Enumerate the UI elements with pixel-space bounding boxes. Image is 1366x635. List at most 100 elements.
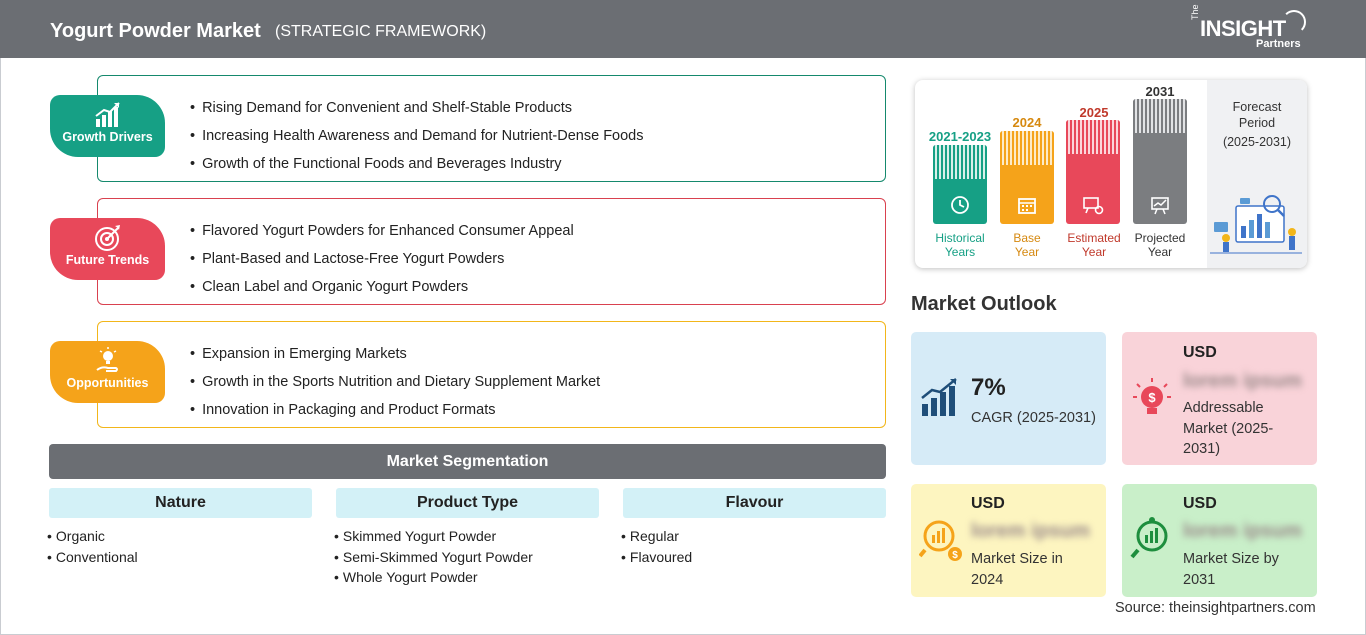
magnifier-chart-icon (1130, 517, 1168, 559)
future-trends-badge: Future Trends (50, 218, 165, 280)
forecast-line: Period (1238, 116, 1276, 130)
svg-text:$: $ (952, 550, 958, 561)
hand-lightbulb-icon (95, 347, 118, 372)
label-line: Years (944, 245, 976, 259)
list-item: Growth of the Functional Foods and Bever… (190, 150, 644, 178)
label-line: Year (1147, 245, 1173, 259)
base-label: Base Year (992, 231, 1062, 259)
label-line: Projected (1134, 231, 1186, 245)
historical-label: Historical Years (922, 231, 998, 259)
historical-year: 2021-2023 (928, 129, 992, 144)
list-item: Plant-Based and Lactose-Free Yogurt Powd… (190, 245, 574, 273)
growth-chart-icon (921, 378, 957, 416)
future-trends-list: Flavored Yogurt Powders for Enhanced Con… (190, 217, 574, 301)
estimated-label: Estimated Year (1059, 231, 1129, 259)
label-line: Year (1081, 245, 1107, 259)
projected-bar (1133, 99, 1187, 224)
logo-sub-text: Partners (1256, 38, 1301, 50)
segmentation-title: Market Segmentation (49, 444, 886, 479)
logo-arc-icon (1282, 10, 1306, 34)
desc-line: Market (2025- (1183, 420, 1274, 437)
list-item: Regular (621, 526, 886, 547)
cagr-label: CAGR (2025-2031) (971, 410, 1096, 426)
history-clock-icon (951, 196, 969, 214)
growth-drivers-list: Rising Demand for Convenient and Shelf-S… (190, 94, 644, 178)
market-size-2024-card: USD lorem ipsum $ Market Size in 2024 (911, 484, 1106, 597)
source-credit[interactable]: Source: theinsightpartners.com (1115, 600, 1316, 616)
segment-head: Nature (49, 488, 312, 518)
cagr-card: 7% CAGR (2025-2031) (911, 332, 1106, 465)
list-item: Conventional (47, 547, 312, 568)
opportunities-list: Expansion in Emerging Markets Growth in … (190, 340, 600, 424)
future-trends-box: Flavored Yogurt Powders for Enhanced Con… (97, 198, 886, 305)
future-trends-label: Future Trends (65, 253, 150, 267)
base-bar (1000, 131, 1054, 224)
bar-stripes (1000, 131, 1054, 165)
bar-stripes (933, 145, 987, 179)
list-item: Rising Demand for Convenient and Shelf-S… (190, 94, 644, 122)
blurred-value: lorem ipsum (1183, 520, 1302, 542)
segment-head: Flavour (623, 488, 886, 518)
segment-list: Regular Flavoured (621, 526, 886, 567)
forecast-line: (2025-2031) (1222, 135, 1292, 149)
desc-line: Addressable (1183, 400, 1264, 416)
list-item: Innovation in Packaging and Product Form… (190, 396, 600, 424)
label-line: Base (1013, 231, 1041, 245)
lightbulb-dollar-icon: $ (1133, 378, 1171, 414)
desc-line: Market Size by (1183, 551, 1279, 567)
magnifier-coin-icon: $ (919, 520, 962, 561)
projection-board-icon (1151, 197, 1169, 215)
list-item: Semi-Skimmed Yogurt Powder (334, 547, 599, 568)
growth-drivers-box: Rising Demand for Convenient and Shelf-S… (97, 75, 886, 182)
list-item: Skimmed Yogurt Powder (334, 526, 599, 547)
list-item: Whole Yogurt Powder (334, 567, 599, 588)
desc-line: 2024 (971, 571, 1004, 588)
market-size-2031-label: Market Size by 2031 (1183, 549, 1279, 590)
svg-text:$: $ (1148, 390, 1156, 405)
blurred-value: lorem ipsum (1183, 370, 1302, 392)
opportunities-badge: Opportunities (50, 341, 165, 403)
growth-drivers-badge: Growth Drivers (50, 95, 165, 157)
bar-stripes (1066, 120, 1120, 154)
analytics-illustration-icon (1210, 195, 1302, 254)
segment-product-type: Product Type Skimmed Yogurt Powder Semi-… (336, 488, 599, 588)
list-item: Flavoured (621, 547, 886, 568)
bar-chart-growth-icon (94, 102, 120, 127)
desc-line: Market Size in (971, 551, 1063, 567)
projected-year: 2031 (1145, 84, 1175, 99)
presentation-gear-icon (1083, 197, 1104, 215)
addressable-label: Addressable Market (2025- 2031) (1183, 398, 1273, 460)
logo-the-text: The (1190, 4, 1200, 20)
label-line: Historical (935, 231, 985, 245)
insight-partners-logo[interactable]: The INSIGHT Partners (1190, 4, 1310, 52)
page-title: Yogurt Powder Market (50, 20, 261, 42)
forecast-line: Forecast (1232, 100, 1282, 114)
usd-label: USD (1183, 495, 1217, 512)
calendar-icon (1018, 198, 1036, 214)
market-size-2031-card: USD lorem ipsum Market Size by 2031 (1122, 484, 1317, 597)
opportunities-box: Expansion in Emerging Markets Growth in … (97, 321, 886, 428)
usd-label: USD (971, 495, 1005, 512)
segment-list: Organic Conventional (47, 526, 312, 567)
bar-stripes (1133, 99, 1187, 133)
label-line: Estimated (1067, 231, 1121, 245)
blurred-value: lorem ipsum (971, 520, 1090, 542)
page-subtitle: (STRATEGIC FRAMEWORK) (275, 23, 487, 40)
header-bar: Yogurt Powder Market (STRATEGIC FRAMEWOR… (0, 0, 1366, 58)
list-item: Expansion in Emerging Markets (190, 340, 600, 368)
estimated-bar (1066, 120, 1120, 224)
list-item: Growth in the Sports Nutrition and Dieta… (190, 368, 600, 396)
list-item: Flavored Yogurt Powders for Enhanced Con… (190, 217, 574, 245)
list-item: Clean Label and Organic Yogurt Powders (190, 273, 574, 301)
usd-label: USD (1183, 344, 1217, 361)
market-outlook-title: Market Outlook (911, 293, 1057, 315)
market-size-2024-label: Market Size in 2024 (971, 549, 1063, 590)
label-line: Year (1014, 245, 1040, 259)
base-year: 2024 (1012, 115, 1042, 130)
forecast-period-text: Forecast Period (2025-2031) (1212, 99, 1302, 150)
desc-line: 2031) (1183, 441, 1221, 457)
desc-line: 2031 (1183, 571, 1216, 588)
target-icon (94, 225, 120, 251)
projected-label: Projected Year (1125, 231, 1195, 259)
list-item: Organic (47, 526, 312, 547)
